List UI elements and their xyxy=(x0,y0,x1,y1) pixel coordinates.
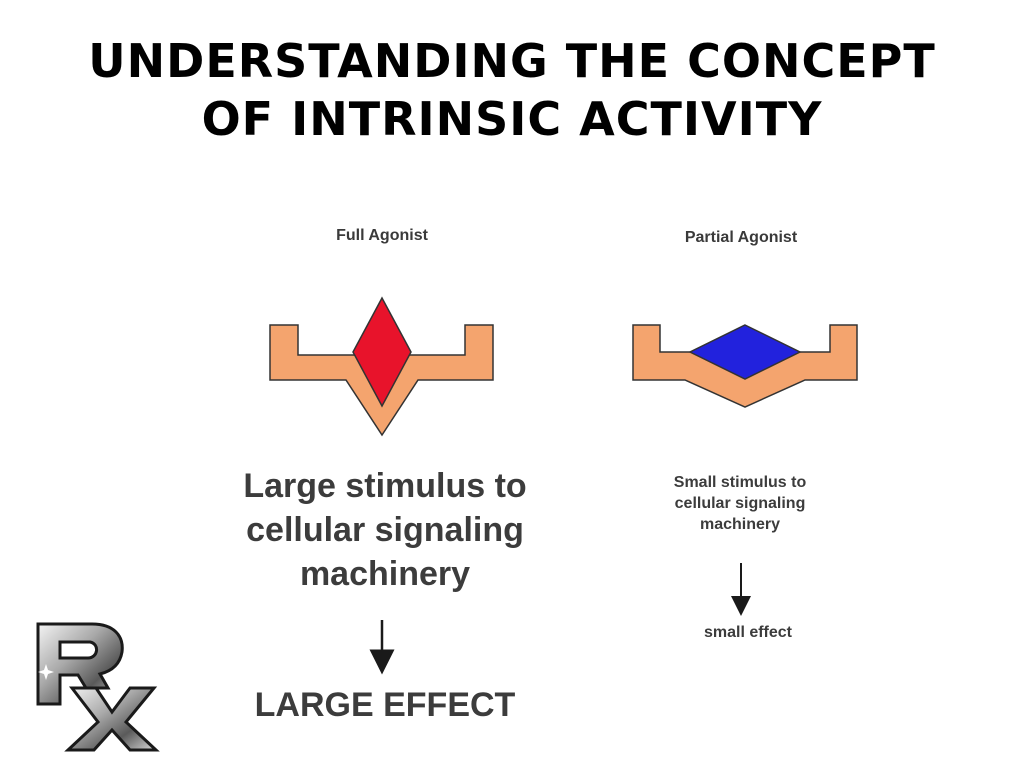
partial-agonist-stimulus-line-2: cellular signaling xyxy=(674,495,806,512)
full-agonist-heading: Full Agonist xyxy=(336,227,428,244)
partial-agonist-stimulus-text: Small stimulus to cellular signaling mac… xyxy=(640,472,840,535)
full-agonist-stimulus-text: Large stimulus to cellular signaling mac… xyxy=(190,464,580,596)
slide-title: UNDERSTANDING THE CONCEPT OF INTRINSIC A… xyxy=(0,32,1024,148)
full-agonist-stimulus-line-1: Large stimulus to xyxy=(243,467,527,505)
partial-agonist-stimulus-line-3: machinery xyxy=(699,516,781,533)
full-agonist-effect-label: LARGE EFFECT xyxy=(254,686,516,724)
partial-agonist-heading: Partial Agonist xyxy=(684,229,798,246)
rx-pharmacy-logo xyxy=(36,622,160,752)
full-agonist-ligand-shape xyxy=(352,296,412,408)
slide-title-line-1: UNDERSTANDING THE CONCEPT xyxy=(88,34,936,88)
partial-agonist-stimulus-line-1: Small stimulus to xyxy=(673,474,807,491)
partial-agonist-effect-label: small effect xyxy=(703,624,793,641)
partial-agonist-ligand-shape xyxy=(688,324,802,380)
full-agonist-stimulus-line-2: cellular signaling xyxy=(246,511,524,549)
slide-title-line-2: OF INTRINSIC ACTIVITY xyxy=(201,92,823,146)
full-agonist-stimulus-line-3: machinery xyxy=(299,555,471,593)
partial-agonist-receptor-shape xyxy=(632,324,858,408)
